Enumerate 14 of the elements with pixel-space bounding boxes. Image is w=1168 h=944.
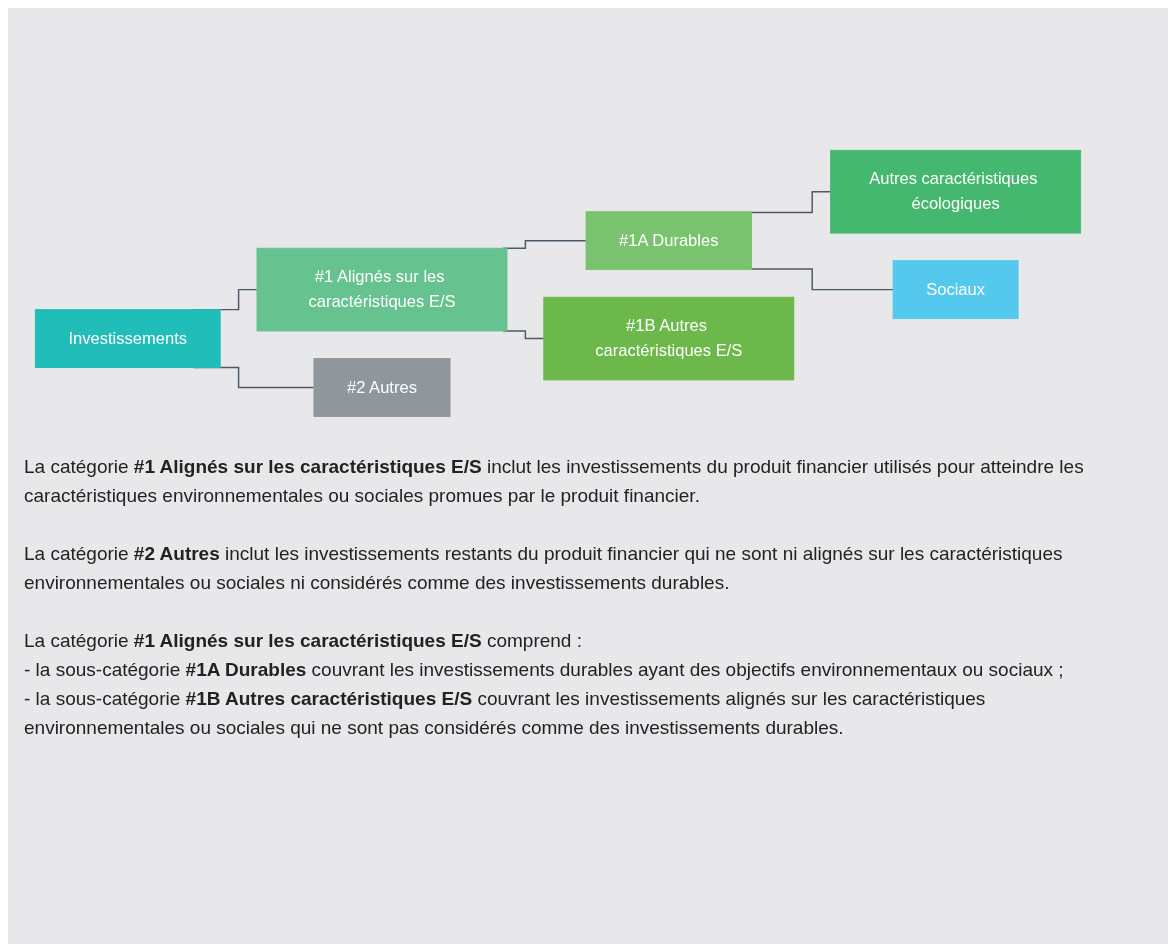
- node-box: #1B Autres caractéristiques E/S: [543, 296, 795, 380]
- paragraph: La catégorie #1 Alignés sur les caractéristiques E/S inclut les investissements du produit financier utilisés pour atteindre les caractéristiques environnementales ou sociales promues par le produit financier.: [24, 455, 1085, 508]
- paragraph: - la sous-catégorie #1B Autres caractéristiques E/S couvrant les investissements alignés sur les caractéristiques environnementales ou sociales qui ne sont pas considérés comme des investissements durables.: [24, 687, 987, 740]
- connector: [750, 190, 832, 213]
- node-box: Autres caractéristiques écologiques: [830, 149, 1082, 234]
- node-box: Investissements: [34, 308, 221, 368]
- paragraph: - la sous-catégorie #1A Durables couvrant les investissements durables ayant des objectifs environnementaux ou sociaux ;: [24, 658, 1065, 682]
- connector: [750, 267, 894, 290]
- node-box: #1A Durables: [585, 210, 752, 270]
- node-box: Sociaux: [892, 259, 1019, 319]
- paragraph: La catégorie #1 Alignés sur les caractéristiques E/S comprend :: [24, 629, 583, 653]
- paragraph: La catégorie #2 Autres inclut les investissements restants du produit financier qui ne sont ni alignés sur les caractéristiques environnementales ou sociales ni considérés comme des investissements durables.: [24, 542, 1064, 595]
- node-box: #2 Autres: [313, 357, 451, 417]
- node-box: #1 Alignés sur les caractéristiques E/S: [256, 247, 508, 331]
